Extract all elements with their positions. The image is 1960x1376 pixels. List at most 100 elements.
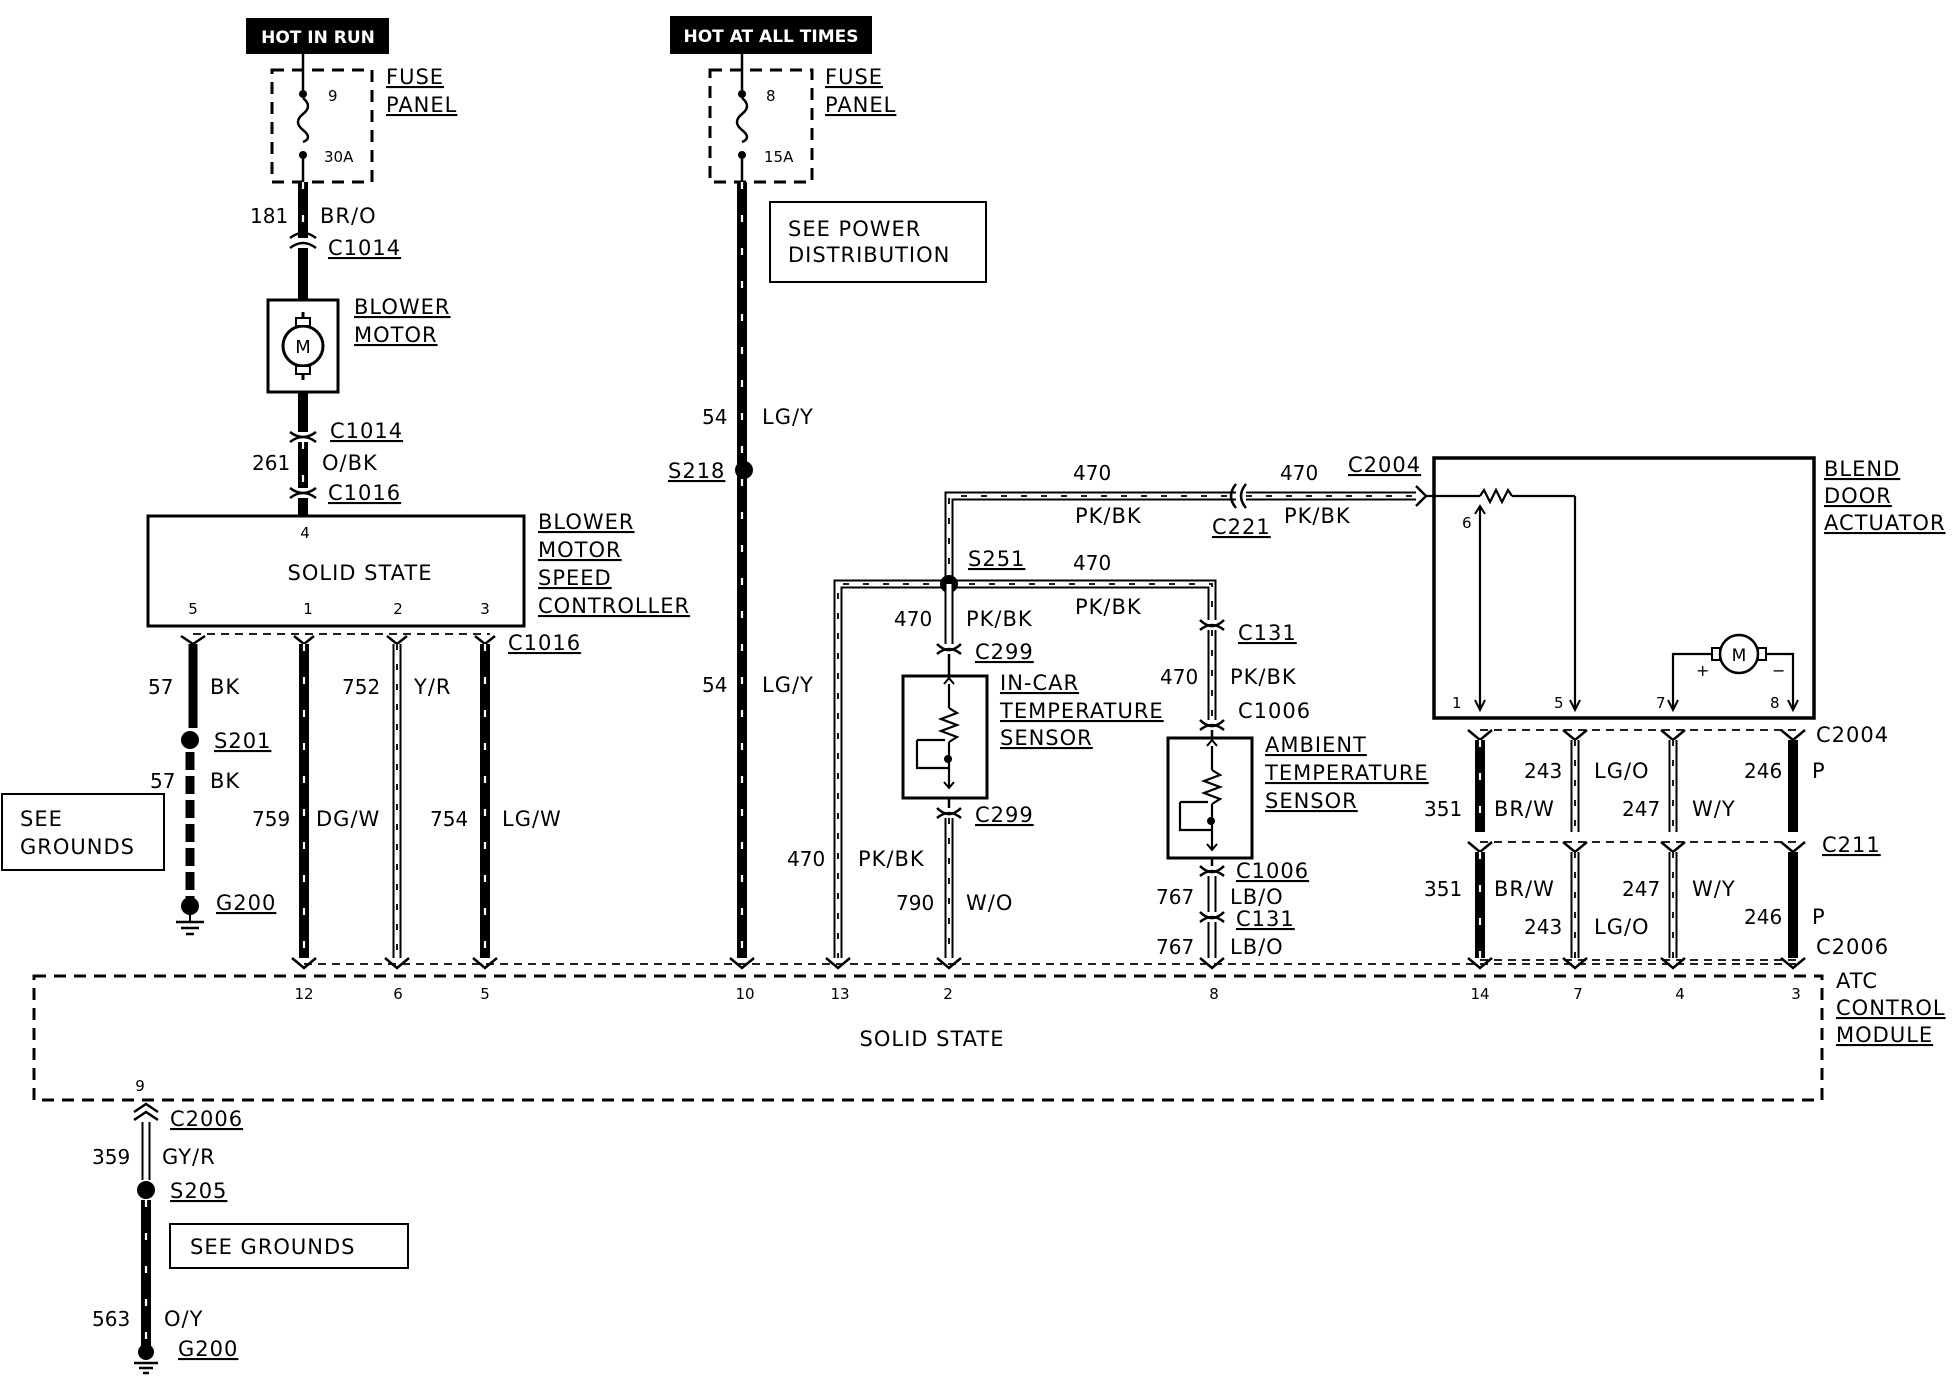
hot-at-all-times-header: HOT AT ALL TIMES	[670, 16, 872, 54]
s205-label: S205	[170, 1179, 227, 1203]
ambient-label-2: TEMPERATURE	[1264, 761, 1429, 785]
wire-243-color-b: LG/O	[1594, 915, 1650, 939]
svg-text:9: 9	[135, 1077, 145, 1095]
wire-470-num-b: 470	[1280, 461, 1318, 485]
fuse-panel-label-1b: PANEL	[386, 93, 457, 117]
wire-57-color-b: BK	[210, 769, 240, 793]
wire-767-color-b: LB/O	[1230, 935, 1284, 959]
svg-text:15A: 15A	[764, 148, 794, 166]
wire-54-num-b: 54	[702, 673, 727, 697]
svg-text:SEE POWER: SEE POWER	[788, 217, 921, 241]
bmsc-label-3: SPEED	[538, 566, 612, 590]
svg-text:M: M	[1732, 646, 1747, 666]
wire-54-num-a: 54	[702, 405, 727, 429]
wire-754-num: 754	[430, 807, 468, 831]
wire-563-color: O/Y	[164, 1307, 203, 1331]
wire-759-color: DG/W	[316, 807, 380, 831]
svg-text:9: 9	[328, 87, 338, 105]
wire-470-color-e: PK/BK	[1230, 665, 1297, 689]
svg-text:5: 5	[188, 600, 198, 618]
svg-text:3: 3	[1791, 985, 1801, 1003]
wire-470-num-e: 470	[1160, 665, 1198, 689]
see-power-distribution-box: SEE POWER DISTRIBUTION	[769, 201, 987, 283]
in-car-label-2: TEMPERATURE	[999, 699, 1164, 723]
svg-text:2: 2	[393, 600, 403, 618]
in-car-label-3: SENSOR	[1000, 726, 1093, 750]
connector-c1014-bottom	[289, 430, 317, 444]
see-grounds-box-b: SEE GROUNDS	[169, 1223, 409, 1269]
svg-text:4: 4	[1675, 985, 1685, 1003]
atc-label-3: MODULE	[1836, 1023, 1933, 1047]
svg-text:+: +	[1696, 661, 1709, 680]
wire-247-color-b: W/Y	[1692, 877, 1736, 901]
connector-c2006-bottom	[133, 1102, 159, 1122]
wire-57-num-b: 57	[150, 769, 175, 793]
c1016-label-b: C1016	[508, 631, 581, 655]
blower-motor-label-1: BLOWER	[354, 295, 451, 319]
c2004-label-a: C2004	[1348, 453, 1421, 477]
svg-text:SEE GROUNDS: SEE GROUNDS	[190, 1235, 356, 1259]
wire-246-color-b: P	[1812, 905, 1826, 929]
svg-text:SOLID STATE: SOLID STATE	[860, 1027, 1005, 1051]
wire-247-num-b: 247	[1622, 877, 1660, 901]
svg-text:13: 13	[830, 985, 849, 1003]
wire-243-color-a: LG/O	[1594, 759, 1650, 783]
svg-text:8: 8	[1209, 985, 1219, 1003]
wire-752-num: 752	[342, 675, 380, 699]
bmsc-label-2: MOTOR	[538, 538, 622, 562]
c1014-label-a: C1014	[328, 236, 401, 260]
g200-label-b: G200	[178, 1337, 238, 1361]
wire-246-color-a: P	[1812, 759, 1826, 783]
bmsc-label-1: BLOWER	[538, 510, 635, 534]
svg-text:30A: 30A	[324, 148, 354, 166]
svg-text:6: 6	[1462, 514, 1472, 532]
wire-359-color: GY/R	[162, 1145, 216, 1169]
wire-54-color-a: LG/Y	[762, 405, 814, 429]
ground-g200-b	[134, 1344, 158, 1375]
wire-470-num-d: 470	[894, 607, 932, 631]
wire-243-num-a: 243	[1524, 759, 1562, 783]
svg-text:14: 14	[1470, 985, 1489, 1003]
wire-359-num: 359	[92, 1145, 130, 1169]
fuse-panel-label-2b: PANEL	[825, 93, 896, 117]
blower-motor-speed-controller: SOLID STATE 4 5 1 2 3	[146, 514, 526, 628]
c221-label: C221	[1212, 515, 1271, 539]
atc-control-module: SOLID STATE 12 6 5 10 13 2 8 14 7 4 3 9	[32, 974, 1824, 1102]
svg-text:1: 1	[1452, 694, 1462, 712]
wire-351-color-b: BR/W	[1494, 877, 1555, 901]
g200-label-a: G200	[216, 891, 276, 915]
fuse-8: 8 15A	[708, 54, 814, 184]
c211-label: C211	[1822, 833, 1881, 857]
svg-text:8: 8	[766, 87, 776, 105]
wire-759-num: 759	[252, 807, 290, 831]
wire-470-color-f: PK/BK	[858, 847, 925, 871]
connector-c1006-top	[1199, 719, 1225, 731]
wire-351-num-b: 351	[1424, 877, 1462, 901]
wire-54-color-b: LG/Y	[762, 673, 814, 697]
hot-in-run-header: HOT IN RUN	[246, 18, 389, 54]
wire-790-num: 790	[896, 891, 934, 915]
c1016-label-a: C1016	[328, 481, 401, 505]
c2004-label-b: C2004	[1816, 723, 1889, 747]
wire-470-color-c: PK/BK	[1075, 595, 1142, 619]
svg-text:1: 1	[303, 600, 313, 618]
wire-247-color-a: W/Y	[1692, 797, 1736, 821]
svg-text:7: 7	[1656, 694, 1666, 712]
splice-s218	[735, 461, 753, 479]
in-car-label-1: IN-CAR	[1000, 671, 1079, 695]
svg-text:HOT IN RUN: HOT IN RUN	[261, 28, 375, 48]
svg-text:HOT AT ALL TIMES: HOT AT ALL TIMES	[684, 27, 859, 47]
wire-470-num-a: 470	[1073, 461, 1111, 485]
c299-label-b: C299	[975, 803, 1034, 827]
connector-c2004-top	[1415, 485, 1428, 507]
c2006-label-b: C2006	[170, 1107, 243, 1131]
atc-label-2: CONTROL	[1836, 996, 1946, 1020]
ground-g200-a	[176, 897, 204, 936]
splice-s205	[137, 1181, 155, 1199]
blend-door-label-1: BLEND	[1824, 457, 1900, 481]
wire-754-color: LG/W	[502, 807, 562, 831]
wire-57-num-a: 57	[148, 675, 173, 699]
blend-door-label-3: ACTUATOR	[1824, 511, 1946, 535]
svg-text:10: 10	[735, 985, 754, 1003]
fuse-panel-label-1a: FUSE	[386, 65, 444, 89]
